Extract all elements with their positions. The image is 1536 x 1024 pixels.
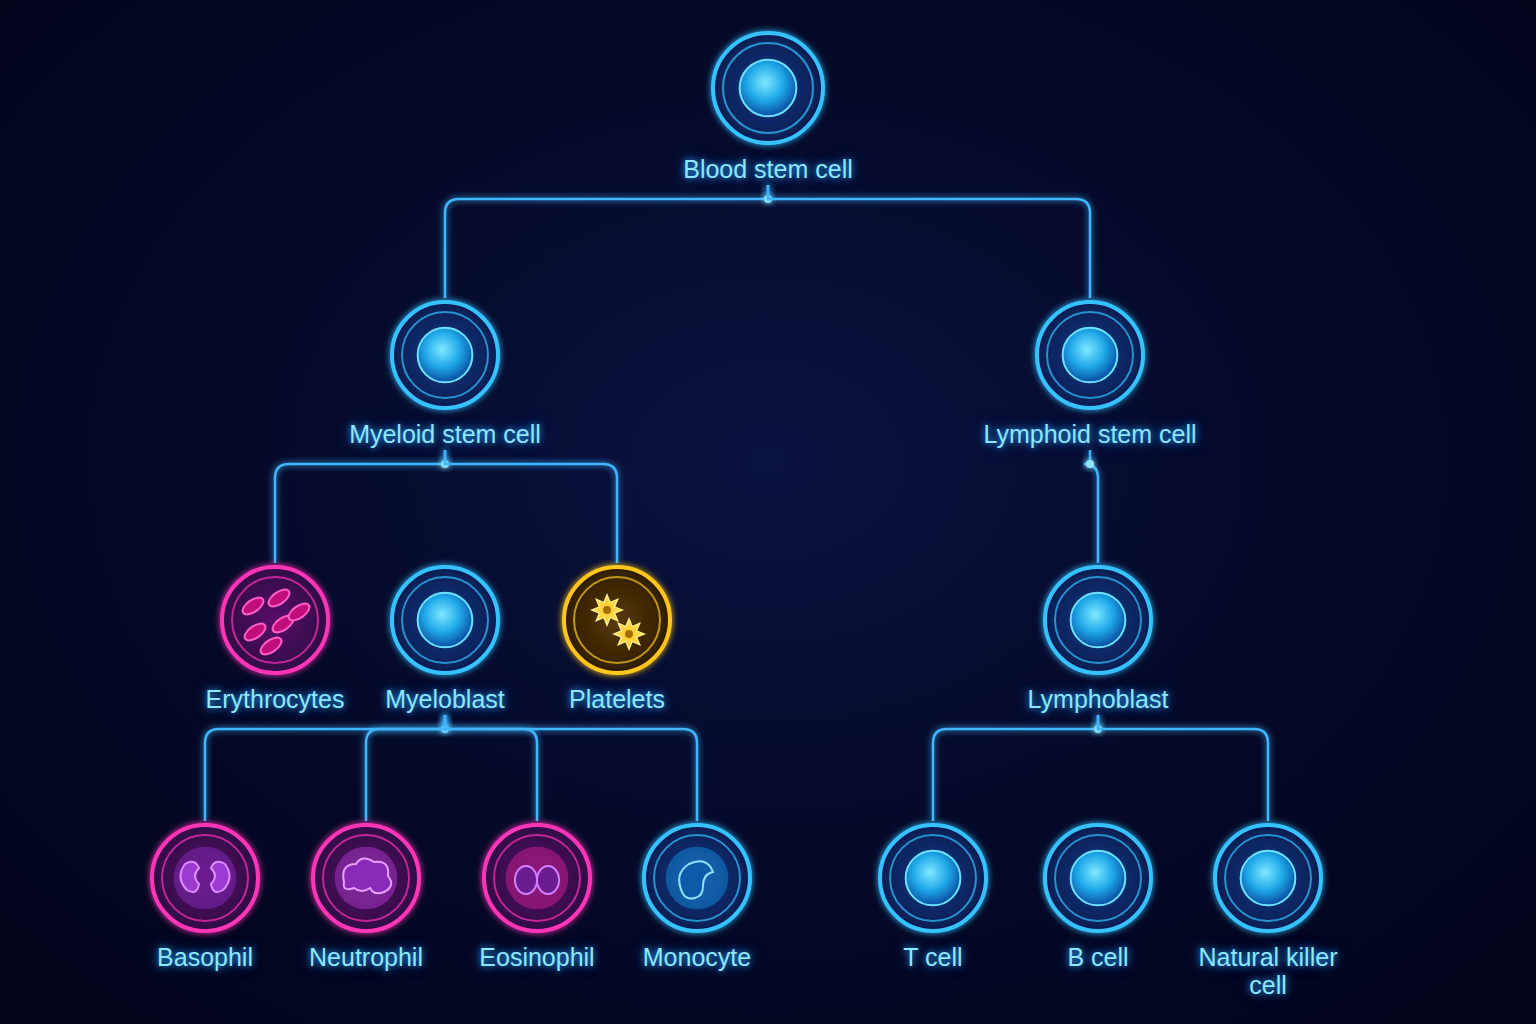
cell-circle xyxy=(640,821,754,935)
cell-node: Myeloblast xyxy=(381,563,509,713)
cell-label: Erythrocytes xyxy=(206,685,345,713)
connector xyxy=(275,450,445,563)
cell-icon xyxy=(1045,825,1151,931)
cell-label: Myeloid stem cell xyxy=(349,420,541,448)
cell-icon xyxy=(713,33,823,143)
cell-label: Myeloblast xyxy=(385,685,505,713)
cell-icon xyxy=(392,567,498,673)
connector xyxy=(1098,715,1268,821)
cell-node: Natural killer cell xyxy=(1181,821,1356,999)
cell-label: Platelets xyxy=(569,685,665,713)
cell-label: Lymphoid stem cell xyxy=(983,420,1196,448)
connector xyxy=(1097,715,1100,821)
cell-label: Basophil xyxy=(157,943,253,971)
cell-circle xyxy=(1041,821,1155,935)
cell-icon xyxy=(564,567,670,673)
cell-node: Myeloid stem cell xyxy=(345,298,545,448)
cell-label: B cell xyxy=(1067,943,1128,971)
cell-label: Natural killer cell xyxy=(1181,943,1356,999)
cell-label: Neutrophil xyxy=(309,943,423,971)
cell-icon xyxy=(1215,825,1321,931)
cell-icon xyxy=(1037,302,1143,408)
connector xyxy=(444,450,447,563)
cell-node: Monocyte xyxy=(639,821,756,971)
cell-node: Platelets xyxy=(560,563,674,713)
cell-circle xyxy=(309,821,423,935)
cell-label: Lymphoblast xyxy=(1028,685,1169,713)
cell-icon xyxy=(392,302,498,408)
connector xyxy=(933,715,1098,821)
cell-node: Blood stem cell xyxy=(679,29,857,183)
cell-node: Eosinophil xyxy=(475,821,599,971)
cell-node: Neutrophil xyxy=(305,821,427,971)
cell-circle xyxy=(1041,563,1155,677)
cell-circle xyxy=(480,821,594,935)
cell-circle xyxy=(1033,298,1147,412)
cell-label: T cell xyxy=(903,943,962,971)
cell-icon xyxy=(222,567,328,673)
connector xyxy=(768,185,1090,298)
cell-label: Monocyte xyxy=(643,943,751,971)
cell-label: Blood stem cell xyxy=(683,155,853,183)
cell-circle xyxy=(218,563,332,677)
cell-circle xyxy=(388,298,502,412)
cell-icon xyxy=(880,825,986,931)
cell-circle xyxy=(876,821,990,935)
cell-icon xyxy=(484,825,590,931)
cell-node: B cell xyxy=(1041,821,1155,971)
cell-node: Basophil xyxy=(148,821,262,971)
cell-circle xyxy=(388,563,502,677)
connector xyxy=(1084,450,1098,563)
cell-node: T cell xyxy=(876,821,990,971)
connector xyxy=(366,715,445,821)
cell-circle xyxy=(1211,821,1325,935)
cell-circle xyxy=(148,821,262,935)
cell-circle xyxy=(709,29,827,147)
cell-icon xyxy=(1045,567,1151,673)
cell-label: Eosinophil xyxy=(479,943,594,971)
cell-icon xyxy=(313,825,419,931)
junction-dot xyxy=(1086,460,1094,468)
cell-node: Lymphoid stem cell xyxy=(979,298,1201,448)
cell-circle xyxy=(560,563,674,677)
connector xyxy=(445,715,697,821)
connector xyxy=(205,715,445,821)
connector xyxy=(445,450,617,563)
connector xyxy=(445,185,768,298)
cell-node: Lymphoblast xyxy=(1024,563,1173,713)
connector xyxy=(445,715,537,821)
cell-icon xyxy=(644,825,750,931)
cell-icon xyxy=(152,825,258,931)
cell-node: Erythrocytes xyxy=(202,563,349,713)
